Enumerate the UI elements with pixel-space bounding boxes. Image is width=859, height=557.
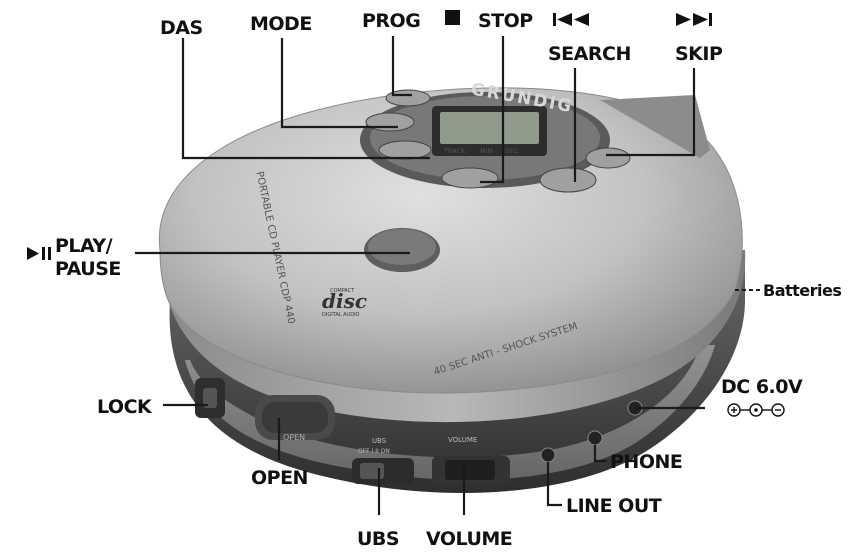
search-label: SEARCH bbox=[548, 43, 631, 65]
stop-icon bbox=[445, 10, 460, 25]
volume-wheel[interactable]: VOLUME bbox=[432, 436, 510, 484]
display-sec-text: SEC bbox=[505, 147, 518, 155]
lock-switch[interactable] bbox=[195, 378, 225, 418]
compact-disc-logo: COMPACT disc DIGITAL AUDIO bbox=[322, 288, 367, 318]
leader-lines bbox=[135, 36, 762, 515]
mode-button[interactable] bbox=[365, 112, 415, 132]
svg-text:COMPACT: COMPACT bbox=[330, 288, 355, 294]
search-button[interactable] bbox=[539, 167, 597, 193]
skip-label: SKIP bbox=[675, 43, 723, 65]
ubs-label: UBS bbox=[357, 528, 399, 550]
skip-icon bbox=[676, 13, 712, 26]
svg-text:DIGITAL AUDIO: DIGITAL AUDIO bbox=[322, 312, 360, 318]
search-icon bbox=[553, 13, 589, 26]
stop-button[interactable] bbox=[441, 167, 499, 189]
phone-label: PHONE bbox=[610, 451, 682, 473]
svg-text:OFF I II ON: OFF I II ON bbox=[358, 448, 390, 455]
dc-label: DC 6.0V bbox=[721, 376, 803, 398]
play-pause-label-2: PAUSE bbox=[55, 258, 121, 280]
line-out-jack[interactable] bbox=[540, 447, 556, 463]
play-pause-icon bbox=[27, 247, 51, 260]
open-slider[interactable]: OPEN bbox=[255, 395, 335, 442]
mode-label: MODE bbox=[250, 13, 312, 35]
svg-text:disc: disc bbox=[322, 289, 367, 313]
labels: DAS MODE PROG STOP SEARCH SKIP PLAY/ PAU… bbox=[27, 10, 842, 550]
open-label: OPEN bbox=[251, 467, 308, 489]
volume-label: VOLUME bbox=[426, 528, 512, 550]
lock-label: LOCK bbox=[97, 396, 153, 418]
das-label: DAS bbox=[160, 17, 203, 39]
svg-text:UBS: UBS bbox=[372, 437, 387, 445]
play-pause-label-1: PLAY/ bbox=[55, 235, 113, 257]
skip-button[interactable] bbox=[585, 147, 631, 169]
line-out-label: LINE OUT bbox=[566, 495, 662, 517]
das-button[interactable] bbox=[378, 140, 432, 160]
dc-polarity-icon bbox=[727, 403, 785, 417]
prog-label: PROG bbox=[362, 10, 420, 32]
svg-text:OPEN: OPEN bbox=[283, 433, 305, 442]
batteries-label: Batteries bbox=[763, 281, 841, 300]
display-min-text: MIN bbox=[480, 147, 493, 155]
stop-label: STOP bbox=[478, 10, 533, 32]
display-track-text: TRACK bbox=[443, 147, 466, 155]
play-pause-button[interactable] bbox=[364, 228, 440, 272]
svg-text:VOLUME: VOLUME bbox=[448, 436, 477, 444]
phone-jack[interactable] bbox=[587, 430, 603, 446]
